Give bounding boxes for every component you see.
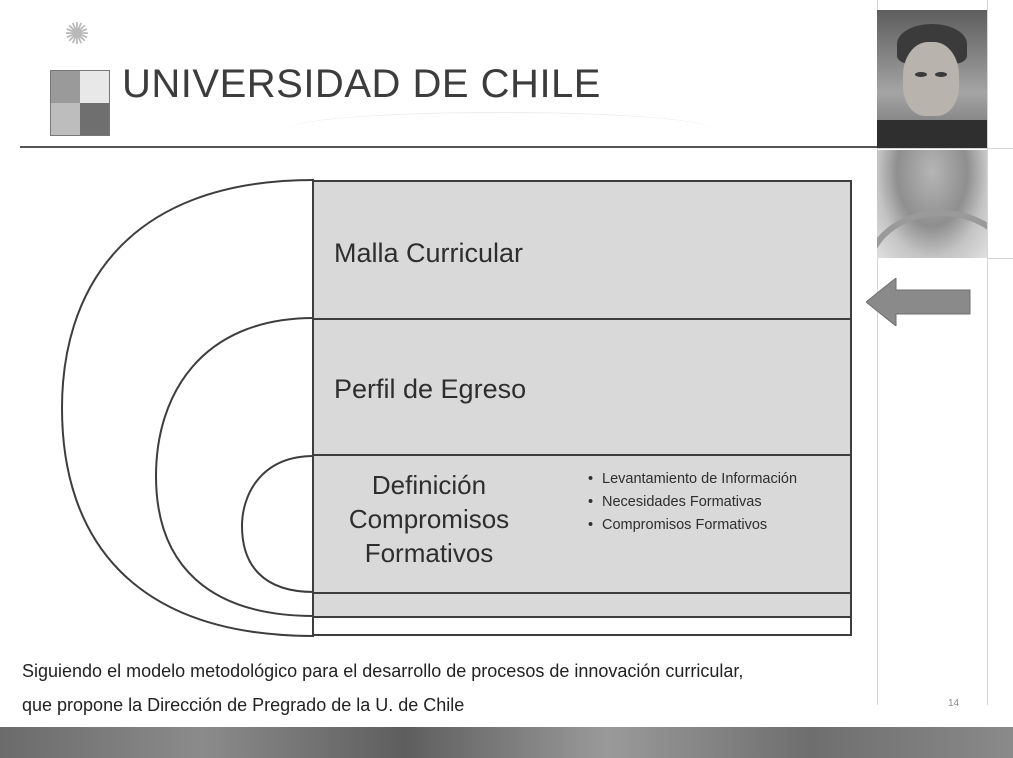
layer-definicion-compromisos: Definición Compromisos Formativos Levant… <box>312 454 852 594</box>
layer-malla-curricular: Malla Curricular <box>312 180 852 320</box>
bullet-item: Necesidades Formativas <box>586 493 854 512</box>
left-arrow-icon <box>866 278 971 326</box>
caption-line: que propone la Dirección de Pregrado de … <box>22 695 465 715</box>
university-crest-icon <box>50 70 110 136</box>
page-number: 14 <box>948 698 960 709</box>
grid-line <box>987 0 988 705</box>
university-title: UNIVERSIDAD DE CHILE <box>122 62 601 106</box>
layer-label: Malla Curricular <box>334 238 524 268</box>
curricular-layers: Malla Curricular Perfil de Egreso Defini… <box>312 180 852 636</box>
footer-image-strip <box>0 727 1013 758</box>
bullet-item: Compromisos Formativos <box>586 516 854 535</box>
layer-base-strip <box>312 592 852 618</box>
layer-perfil-de-egreso: Perfil de Egreso <box>312 318 852 456</box>
bullet-item: Levantamiento de Información <box>586 470 854 489</box>
mural-image <box>877 150 987 258</box>
grid-line <box>987 258 1013 259</box>
caption-line: Siguiendo el modelo metodológico para el… <box>22 661 744 681</box>
caption-text: Siguiendo el modelo metodológico para el… <box>22 654 1002 722</box>
nested-arcs <box>60 179 315 637</box>
layer-base-strip <box>312 616 852 636</box>
bullet-list: Levantamiento de Información Necesidades… <box>586 470 854 539</box>
title-ornament <box>290 112 710 145</box>
grid-line <box>877 148 1013 149</box>
header-divider <box>20 146 878 148</box>
layer-label: Definición Compromisos Formativos <box>348 470 510 568</box>
star-emblem-icon: ✺ <box>64 18 90 51</box>
portrait-image <box>877 10 987 148</box>
layer-label: Perfil de Egreso <box>334 374 527 404</box>
grid-line <box>877 0 878 705</box>
